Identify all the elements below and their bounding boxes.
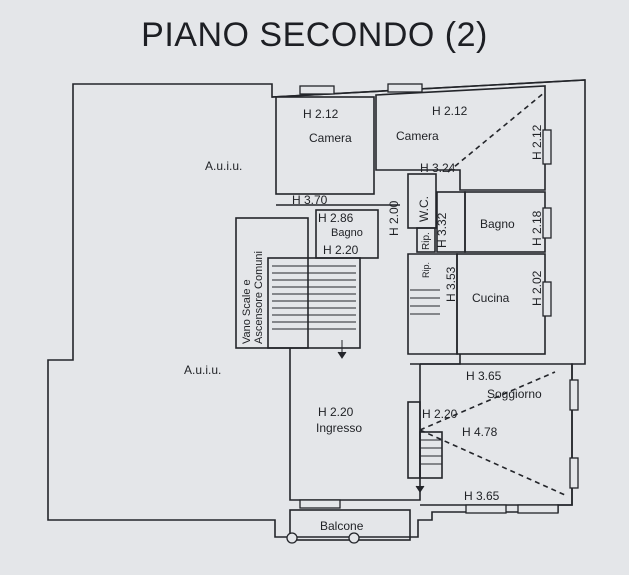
window-bagno-right [542, 207, 552, 239]
label-camera-right: Camera [396, 129, 439, 143]
label-h365-bottom: H 3.65 [464, 489, 500, 503]
page-title: PIANO SECONDO (2) [141, 16, 488, 54]
soggiorno-diagonal-1 [419, 371, 556, 431]
label-camera-left: Camera [309, 131, 352, 145]
ingresso-stair [407, 401, 421, 479]
label-h202: H 2.02 [530, 270, 544, 306]
label-h220-small: H 2.20 [422, 407, 458, 421]
window-cucina [542, 281, 552, 317]
label-h200: H 2.00 [387, 200, 401, 236]
label-h324: H 3.24 [420, 161, 456, 175]
label-h220-bagno: H 2.20 [323, 243, 359, 257]
label-ingresso: Ingresso [316, 421, 362, 435]
label-h332: H 3.32 [435, 212, 449, 248]
label-camera-right-height: H 2.12 [432, 104, 468, 118]
label-rip-2: Rip. [421, 262, 431, 278]
label-h353: H 3.53 [444, 266, 458, 302]
label-auiu-top: A.u.i.u. [205, 159, 242, 173]
label-rip-1: Rip. [421, 232, 432, 250]
camera-right-diagonal [447, 91, 546, 173]
ripostiglio-1 [416, 227, 436, 253]
internal-stair-area [407, 253, 458, 355]
window-camera-right [387, 83, 423, 93]
label-camera-left-height: H 2.12 [303, 107, 339, 121]
label-soggiorno: Soggiorno [487, 387, 542, 401]
label-vano-scale-1: Vano Scale e [241, 279, 253, 344]
window-soggiorno-1 [569, 379, 579, 411]
label-h286: H 2.86 [318, 211, 354, 225]
balcone-column-1 [286, 532, 298, 544]
label-auiu-bottom: A.u.i.u. [184, 363, 221, 377]
balcone-column-2 [348, 532, 360, 544]
label-h365-top: H 3.65 [466, 369, 502, 383]
camera-right-room [375, 85, 546, 191]
outer-boundary [47, 79, 586, 538]
window-ingresso [299, 499, 341, 509]
arrow-icon [337, 340, 347, 359]
label-cucina: Cucina [472, 291, 510, 305]
label-h218: H 2.18 [530, 210, 544, 246]
label-h478: H 4.78 [462, 425, 498, 439]
label-h220-ingresso: H 2.20 [318, 405, 354, 419]
window-camera-right-side [542, 129, 552, 165]
camera-left-room [275, 96, 375, 195]
window-camera-left [299, 85, 335, 95]
label-vano-scale-2: Ascensore Comuni [253, 251, 265, 344]
label-bagno-right: Bagno [480, 217, 515, 231]
window-bottom-2 [517, 504, 559, 514]
window-soggiorno-2 [569, 457, 579, 489]
label-balcone: Balcone [320, 519, 364, 533]
label-bagno-small: Bagno [331, 227, 363, 239]
window-bottom-1 [465, 504, 507, 514]
arrow-icon [415, 474, 425, 493]
label-h212-vertical: H 2.12 [530, 124, 544, 160]
label-h370: H 3.70 [292, 193, 328, 207]
label-wc: W.C. [417, 196, 431, 222]
